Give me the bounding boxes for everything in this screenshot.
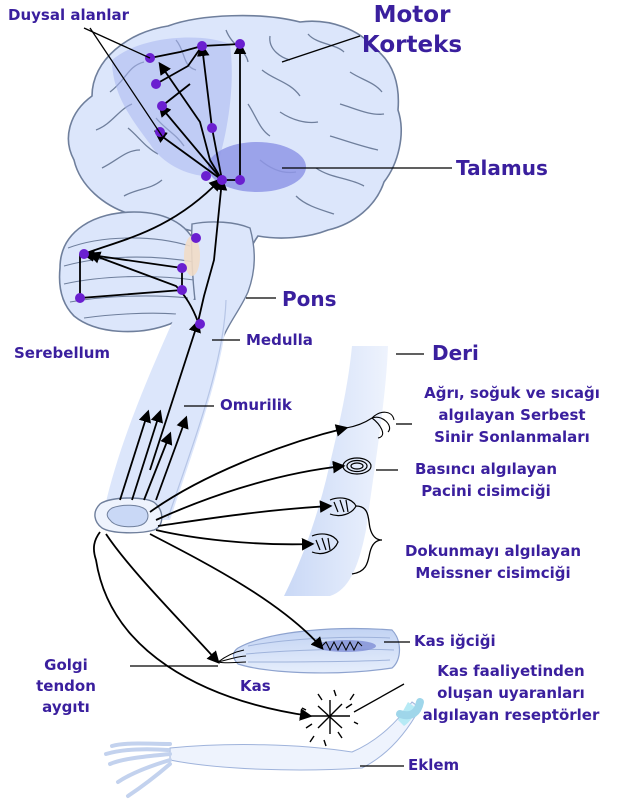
label-serebellum: Serebellum: [14, 344, 110, 362]
muscle: [234, 629, 400, 673]
label-duysal-alanlar: Duysal alanlar: [8, 6, 129, 24]
label-pacini-2: Pacini cisimciği: [398, 482, 574, 500]
label-deri: Deri: [432, 341, 479, 365]
brain: [60, 16, 402, 340]
label-pons: Pons: [282, 287, 337, 311]
label-serbest-3: Sinir Sonlanmaları: [404, 428, 620, 446]
label-golgi-3: aygıtı: [26, 698, 106, 716]
label-omurilik: Omurilik: [220, 396, 292, 414]
label-pacini-1: Basıncı algılayan: [398, 460, 574, 478]
label-golgi-1: Golgi: [26, 656, 106, 674]
label-serbest-2: algılayan Serbest: [404, 406, 620, 424]
spinal-cord: [102, 300, 228, 520]
label-meissner-1: Dokunmayı algılayan: [386, 542, 600, 560]
label-meissner-2: Meissner cisimciği: [386, 564, 600, 582]
pathway-meissner-2: [156, 530, 312, 544]
label-motor: Motor: [362, 2, 462, 30]
joint-receptors: [302, 690, 358, 746]
label-eklem: Eklem: [408, 756, 459, 774]
label-talamus: Talamus: [456, 156, 548, 180]
label-reseptor-1: Kas faaliyetinden: [402, 662, 620, 680]
label-kas: Kas: [240, 677, 271, 695]
label-kas-igcigi: Kas iğciği: [414, 632, 496, 650]
leader-reseptor: [354, 684, 404, 712]
label-medulla: Medulla: [246, 331, 313, 349]
skin: [284, 346, 388, 596]
label-korteks: Korteks: [352, 32, 472, 60]
arm-skeleton: [106, 702, 420, 796]
pathway-golgi: [106, 534, 218, 662]
spinal-cross-section: [95, 498, 162, 533]
label-reseptor-2: oluşan uyaranları: [402, 684, 620, 702]
label-reseptor-3: algılayan reseptörler: [402, 706, 620, 724]
label-serbest-1: Ağrı, soğuk ve sıcağı: [404, 384, 620, 402]
label-golgi-2: tendon: [26, 677, 106, 695]
